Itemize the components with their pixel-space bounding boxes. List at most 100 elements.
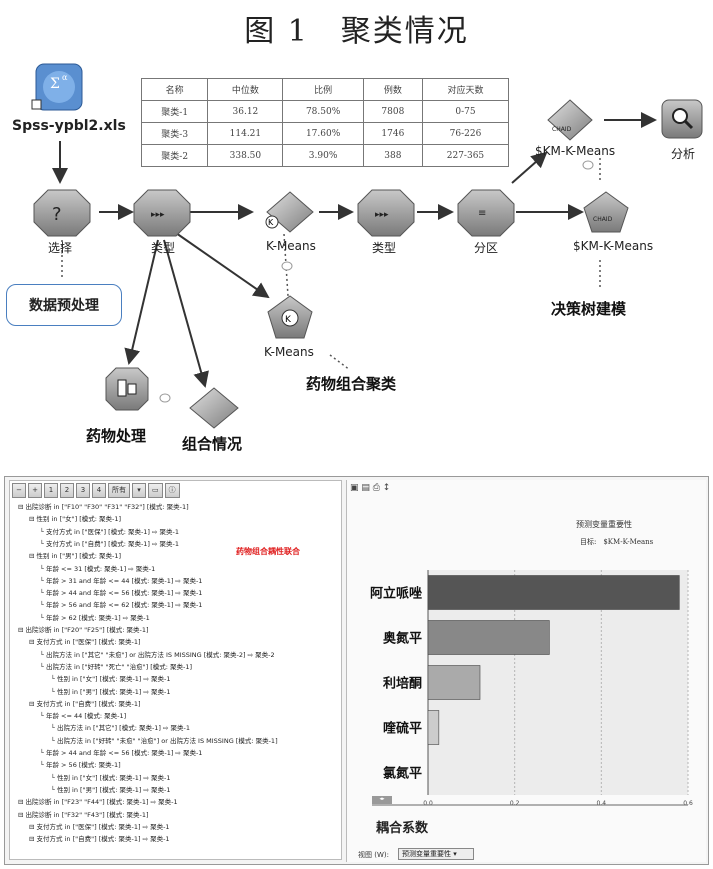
- table-cell: 338.50: [208, 145, 283, 167]
- tree-rule-line[interactable]: ⊟ 出院诊断 in ["F20" "F25"] [模式: 聚类-1]: [18, 626, 149, 634]
- cluster-table: 名称 中位数 比例 例数 对应天数 聚类-1 36.12 78.50% 7808…: [141, 78, 509, 167]
- table-cell: 7808: [363, 101, 422, 123]
- tree-rule-line[interactable]: └ 年龄 <= 31 [模式: 聚类-1] ⇨ 聚类-1: [40, 565, 155, 573]
- combo-label: 组合情况: [182, 433, 242, 454]
- type-node-2[interactable]: ▸▸▸: [358, 190, 414, 236]
- table-cell: 聚类-3: [142, 123, 208, 145]
- spss-source-icon[interactable]: Σ α: [32, 64, 82, 110]
- tree-rule-line[interactable]: └ 年龄 > 56 and 年龄 <= 62 [模式: 聚类-1] ⇨ 聚类-1: [40, 601, 202, 609]
- tree-rule-line[interactable]: └ 年龄 > 44 and 年龄 <= 56 [模式: 聚类-1] ⇨ 聚类-1: [40, 749, 202, 757]
- source-label: Spss-ypbl2.xls: [12, 118, 126, 134]
- svg-text:Σ: Σ: [50, 76, 60, 92]
- header-ratio: 比例: [283, 79, 363, 101]
- tree-rule-line[interactable]: └ 性别 in ["女"] [模式: 聚类-1] ⇨ 聚类-1: [51, 675, 171, 683]
- table-cell: 聚类-2: [142, 145, 208, 167]
- tree-rule-line[interactable]: └ 年龄 > 56 [模式: 聚类-1]: [40, 761, 121, 769]
- type1-node-label: 类型: [151, 239, 175, 256]
- category-label: 喹硫平: [383, 721, 422, 737]
- skm-node-top[interactable]: CHAID: [548, 100, 592, 140]
- level-1-button[interactable]: 1: [44, 483, 58, 498]
- table-cell: 0-75: [422, 101, 508, 123]
- table-row: 聚类-1 36.12 78.50% 7808 0-75: [142, 101, 509, 123]
- svg-text:▸▸▸: ▸▸▸: [151, 210, 165, 220]
- kmeans-node-1[interactable]: K: [266, 192, 313, 232]
- tree-rule-line[interactable]: └ 支付方式 in ["自费"] [模式: 聚类-1] ⇨ 聚类-1: [40, 540, 179, 548]
- tree-rule-line[interactable]: └ 出院方法 in ["好转" "未愈" "治愈"] or 出院方法 IS MI…: [51, 737, 278, 745]
- svg-text:CHAID: CHAID: [552, 126, 572, 133]
- tree-rule-line[interactable]: ⊟ 性别 in ["男"] [模式: 聚类-1]: [29, 552, 121, 560]
- tree-rule-line[interactable]: └ 支付方式 in ["医保"] [模式: 聚类-1] ⇨ 聚类-1: [40, 528, 179, 536]
- x-tick-label: 0.4: [597, 800, 607, 807]
- tree-rule-line[interactable]: ⊟ 出院诊断 in ["F32" "F43"] [模式: 聚类-1]: [18, 811, 149, 819]
- kmeans1-node-label: K-Means: [266, 239, 316, 253]
- pane-toolbar-icons[interactable]: ▣ ▤ ⎙ ↕: [350, 483, 390, 493]
- importance-bar: [428, 621, 549, 655]
- importance-bar: [428, 576, 679, 610]
- tree-rule-line[interactable]: └ 出院方法 in ["其它" "未愈"] or 出院方法 IS MISSING…: [40, 651, 275, 659]
- svg-text:K: K: [268, 218, 274, 227]
- tree-rule-line[interactable]: ⊟ 出院诊断 in ["F23" "F44"] [模式: 聚类-1] ⇨ 聚类-…: [18, 798, 178, 806]
- info-icon[interactable]: ⓘ: [165, 483, 180, 498]
- tree-rule-line[interactable]: ⊟ 支付方式 in ["自费"] [模式: 聚类-1]: [29, 700, 141, 708]
- table-cell: 3.90%: [283, 145, 363, 167]
- window-icon[interactable]: ▭: [148, 483, 163, 498]
- slider-handle[interactable]: ◂▸: [372, 796, 392, 804]
- tree-rule-line[interactable]: └ 年龄 > 62 [模式: 聚类-1] ⇨ 聚类-1: [40, 614, 150, 622]
- analysis-node[interactable]: [662, 100, 702, 138]
- figure-title: 图 1 聚类情况: [0, 6, 713, 50]
- tree-toolbar: − + 1 2 3 4 所有 ▾ ▭ ⓘ: [12, 483, 180, 499]
- tree-rule-line[interactable]: ⊟ 性别 in ["女"] [模式: 聚类-1]: [29, 515, 121, 523]
- table-cell: 17.60%: [283, 123, 363, 145]
- tree-rule-line[interactable]: └ 出院方法 in ["好转" "死亡" "治愈"] [模式: 聚类-1]: [40, 663, 192, 671]
- view-select[interactable]: 预测变量重要性 ▾: [398, 848, 474, 860]
- importance-bar: [428, 666, 480, 700]
- options-icon[interactable]: ▾: [132, 483, 146, 498]
- view-select-value: 预测变量重要性: [402, 850, 451, 858]
- chaid-node-right[interactable]: CHAID: [584, 192, 628, 232]
- expand-icon[interactable]: +: [28, 483, 42, 498]
- select-node-label: 选择: [48, 239, 72, 256]
- table-cell: 36.12: [208, 101, 283, 123]
- category-label: 氯氮平: [383, 766, 422, 782]
- tree-rule-line[interactable]: └ 性别 in ["男"] [模式: 聚类-1] ⇨ 聚类-1: [51, 786, 171, 794]
- x-tick-label: 0.2: [510, 800, 520, 807]
- tree-rule-line[interactable]: └ 年龄 > 31 and 年龄 <= 44 [模式: 聚类-1] ⇨ 聚类-1: [40, 577, 202, 585]
- importance-bar: [428, 711, 439, 745]
- svg-text:▸▸▸: ▸▸▸: [375, 210, 389, 220]
- combo-node[interactable]: [190, 388, 238, 428]
- tree-rule-line[interactable]: ⊟ 出院诊断 in ["F10" "F30" "F31" "F32"] [模式:…: [18, 503, 189, 511]
- svg-text:α: α: [62, 73, 68, 82]
- category-label: 奥氮平: [383, 631, 422, 647]
- level-all-button[interactable]: 所有: [108, 483, 130, 498]
- svg-text:?: ?: [52, 204, 62, 225]
- partition-node[interactable]: ≡: [458, 190, 514, 236]
- svg-text:CHAID: CHAID: [593, 216, 613, 223]
- type-node-1[interactable]: ▸▸▸: [134, 190, 190, 236]
- tree-rule-line[interactable]: └ 年龄 > 44 and 年龄 <= 56 [模式: 聚类-1] ⇨ 聚类-1: [40, 589, 202, 597]
- level-2-button[interactable]: 2: [60, 483, 74, 498]
- tree-rule-line[interactable]: └ 性别 in ["男"] [模式: 聚类-1] ⇨ 聚类-1: [51, 688, 171, 696]
- tree-rule-line[interactable]: └ 出院方法 in ["其它"] [模式: 聚类-1] ⇨ 聚类-1: [51, 724, 190, 732]
- select-node[interactable]: ?: [34, 190, 90, 236]
- skm-top-label: $KM-K-Means: [535, 144, 615, 158]
- table-cell: 聚类-1: [142, 101, 208, 123]
- tree-rule-line[interactable]: ⊟ 支付方式 in ["医保"] [模式: 聚类-1] ⇨ 聚类-1: [29, 823, 170, 831]
- decision-tree-note: 决策树建模: [551, 298, 626, 319]
- category-label: 利培酮: [383, 676, 422, 692]
- level-3-button[interactable]: 3: [76, 483, 90, 498]
- svg-text:≡: ≡: [478, 208, 486, 219]
- kmeans2-node-label: K-Means: [264, 345, 314, 359]
- preprocess-note-text: 数据预处理: [29, 295, 99, 315]
- table-header-row: 名称 中位数 比例 例数 对应天数: [142, 79, 509, 101]
- level-4-button[interactable]: 4: [92, 483, 106, 498]
- collapse-icon[interactable]: −: [12, 483, 26, 498]
- tree-rule-line[interactable]: └ 性别 in ["女"] [模式: 聚类-1] ⇨ 聚类-1: [51, 774, 171, 782]
- drug-process-node[interactable]: [106, 368, 148, 410]
- skm-right-label: $KM-K-Means: [573, 239, 653, 253]
- tree-rule-line[interactable]: ⊟ 支付方式 in ["医保"] [模式: 聚类-1]: [29, 638, 141, 646]
- preprocess-note: 数据预处理: [6, 284, 122, 326]
- x-tick-label: 0.0: [423, 800, 433, 807]
- tree-rule-line[interactable]: └ 年龄 <= 44 [模式: 聚类-1]: [40, 712, 126, 720]
- kmeans-node-2[interactable]: K: [268, 296, 312, 338]
- tree-rule-line[interactable]: ⊟ 支付方式 in ["自费"] [模式: 聚类-1] ⇨ 聚类-1: [29, 835, 170, 843]
